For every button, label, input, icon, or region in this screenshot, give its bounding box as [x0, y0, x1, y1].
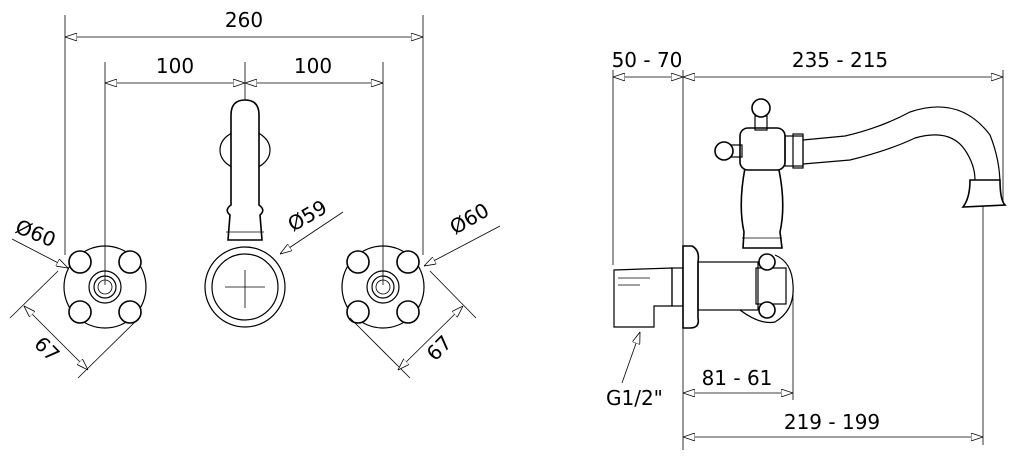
dim-line-67-left	[24, 306, 88, 370]
side-view: 50 - 70 235 - 215 81 - 61 219 - 199 G1/2…	[606, 48, 1007, 450]
dim-left-diameter: Ø60	[12, 214, 59, 252]
leader-left-dia	[11, 238, 68, 268]
dim-100-right: 100	[294, 54, 332, 78]
thread-label: G1/2"	[606, 386, 663, 410]
dim-100-left: 100	[156, 54, 194, 78]
faucet-side	[613, 98, 1007, 329]
leader-thread	[621, 332, 640, 384]
dim-line-67-right	[398, 306, 463, 370]
dim-67-left: 67	[29, 332, 64, 367]
dim-50-70: 50 - 70	[612, 48, 683, 72]
leader-right-dia	[424, 225, 501, 266]
dim-81-61: 81 - 61	[702, 366, 773, 390]
dim-260: 260	[225, 8, 263, 32]
dim-219-199: 219 - 199	[784, 410, 880, 434]
leader-spout-dia	[280, 211, 344, 254]
spout-front	[204, 99, 286, 328]
dim-spout-diameter: Ø59	[284, 195, 332, 236]
front-view: 260 100 100 Ø60	[9, 8, 501, 379]
dim-67-right: 67	[422, 331, 457, 366]
extension-lines	[64, 15, 424, 285]
dim-235-215: 235 - 215	[792, 48, 888, 72]
